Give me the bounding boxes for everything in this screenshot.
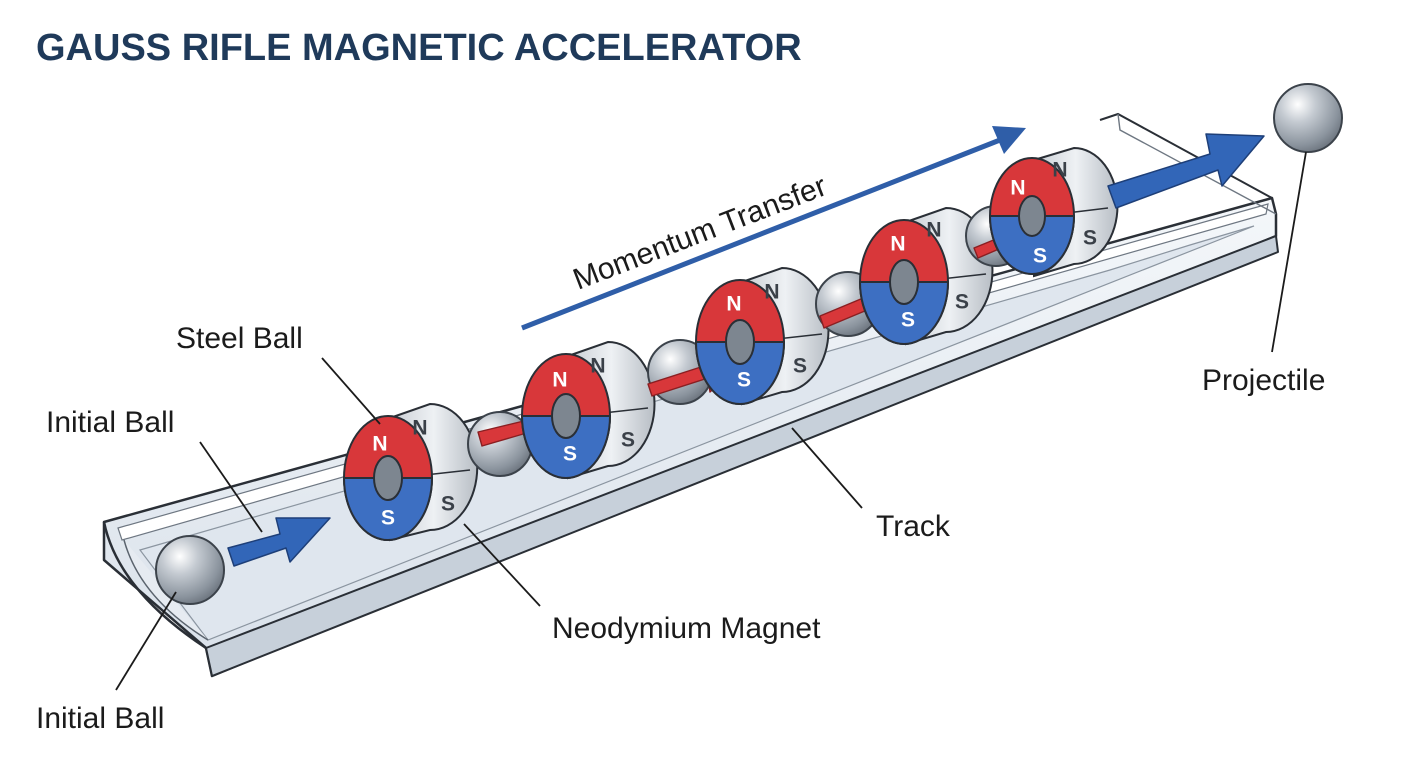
exit-arrow [1107,133,1265,209]
label-steel-ball: Steel Ball [176,322,303,355]
pole-side-n-4: N [926,219,941,242]
label-projectile: Projectile [1202,364,1325,397]
steel-ball-leader [321,357,381,425]
pole-s-5: S [1033,245,1047,268]
pole-n-2: N [552,369,567,392]
launch-arrow [227,517,331,567]
projectile-ball [1273,83,1343,153]
magnet-leader [463,523,541,607]
pole-n-3: N [726,293,741,316]
label-initial-ball-top: Initial Ball [46,406,174,439]
neodymium-magnet-2: N S N S [520,340,656,480]
pole-n-4: N [890,233,905,256]
pole-s-4: S [901,309,915,332]
label-neodymium-magnet: Neodymium Magnet [552,612,821,645]
initial-ball [155,535,225,605]
track-leader [791,427,863,509]
label-initial-ball-bottom: Initial Ball [36,702,164,735]
pole-side-n-2: N [590,355,605,378]
pole-side-n-1: N [412,417,427,440]
neodymium-magnet-5: N S N S [988,146,1119,278]
pole-side-s-1: S [441,493,455,516]
projectile-leader [1271,151,1307,353]
pole-s-2: S [563,443,577,466]
momentum-transfer-arrow [521,126,1026,331]
neodymium-magnet-3: N S N S [694,266,830,406]
label-track: Track [876,510,951,543]
pole-s-1: S [381,507,395,530]
pole-n-1: N [372,433,387,456]
page-title: GAUSS RIFLE MAGNETIC ACCELERATOR [36,27,802,69]
initial-ball-top-leader [199,441,263,533]
pole-s-3: S [737,369,751,392]
initial-ball-bottom-leader [115,591,177,691]
pole-side-s-2: S [621,429,635,452]
pole-side-s-5: S [1083,227,1097,250]
neodymium-magnet-1: N S N S [342,402,479,542]
pole-n-5: N [1010,177,1025,200]
pole-side-n-5: N [1052,159,1067,182]
pole-side-n-3: N [764,281,779,304]
pole-side-s-4: S [955,291,969,314]
pole-side-s-3: S [793,355,807,378]
